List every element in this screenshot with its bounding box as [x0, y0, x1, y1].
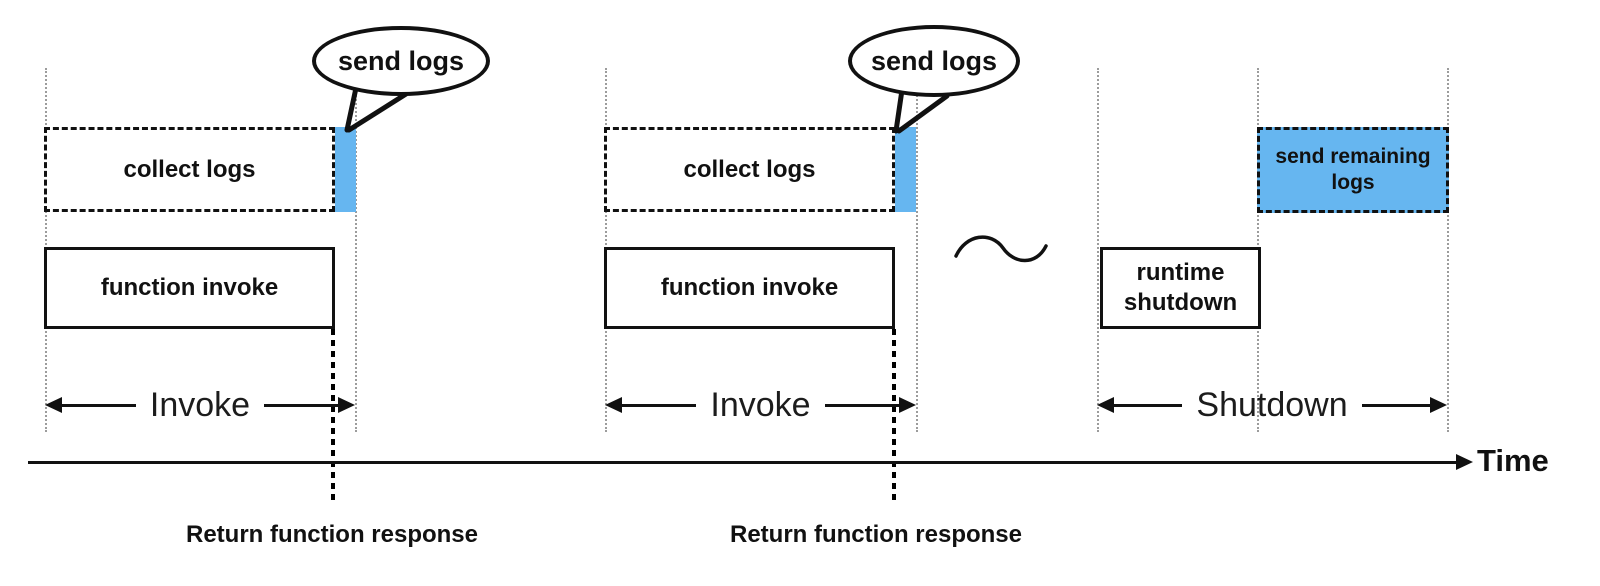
function-invoke-label-1: function invoke	[100, 274, 279, 301]
arrowhead-left-icon	[45, 397, 62, 413]
arrowhead-right-icon	[338, 397, 355, 413]
arrowhead-right-icon	[1430, 397, 1448, 413]
runtime-shutdown-label: runtime shutdown	[1123, 259, 1238, 316]
runtime-shutdown-box: runtime shutdown	[1100, 247, 1261, 329]
send-logs-bubble-2: send logs	[848, 25, 1020, 97]
arrowhead-left-icon	[605, 397, 622, 413]
invoke-span-arrow-1: Invoke	[45, 384, 355, 426]
send-logs-bubble-label-1: send logs	[337, 45, 465, 76]
guide-line-invoke1-end	[355, 68, 357, 432]
invoke-span-arrow-2: Invoke	[605, 384, 916, 426]
collect-logs-label-2: collect logs	[683, 155, 816, 183]
send-logs-highlight-2	[895, 127, 916, 212]
invoke-span-label-1: Invoke	[149, 385, 251, 424]
guide-line-shutdown-start	[1097, 68, 1099, 432]
return-response-dotted-line-1	[331, 329, 335, 502]
function-invoke-box-2: function invoke	[604, 247, 895, 329]
send-logs-bubble-label-2: send logs	[870, 45, 998, 76]
shutdown-span-arrow: Shutdown	[1097, 384, 1448, 426]
send-logs-highlight-1	[335, 127, 356, 212]
return-response-dotted-line-2	[892, 329, 896, 502]
send-logs-bubble-1: send logs	[312, 26, 490, 96]
collect-logs-box-2: collect logs	[604, 127, 895, 212]
collect-logs-label-1: collect logs	[123, 155, 256, 183]
shutdown-span-label: Shutdown	[1196, 385, 1348, 424]
return-response-label-1: Return function response	[185, 521, 479, 548]
tilde-break-icon	[954, 235, 1048, 263]
guide-line-shutdown-end	[1447, 68, 1449, 432]
function-invoke-label-2: function invoke	[660, 274, 839, 301]
send-remaining-logs-label: send remaining logs	[1275, 144, 1431, 194]
time-axis-line	[28, 461, 1458, 464]
time-axis-arrowhead-icon	[1456, 454, 1473, 470]
arrowhead-left-icon	[1097, 397, 1114, 413]
send-remaining-logs-box: send remaining logs	[1257, 127, 1449, 213]
time-axis-label: Time	[1477, 443, 1549, 478]
function-invoke-box-1: function invoke	[44, 247, 335, 329]
guide-line-invoke2-end	[916, 68, 918, 432]
arrowhead-right-icon	[899, 397, 916, 413]
invoke-span-label-2: Invoke	[710, 385, 811, 424]
collect-logs-box-1: collect logs	[44, 127, 335, 212]
return-response-label-2: Return function response	[729, 521, 1023, 548]
